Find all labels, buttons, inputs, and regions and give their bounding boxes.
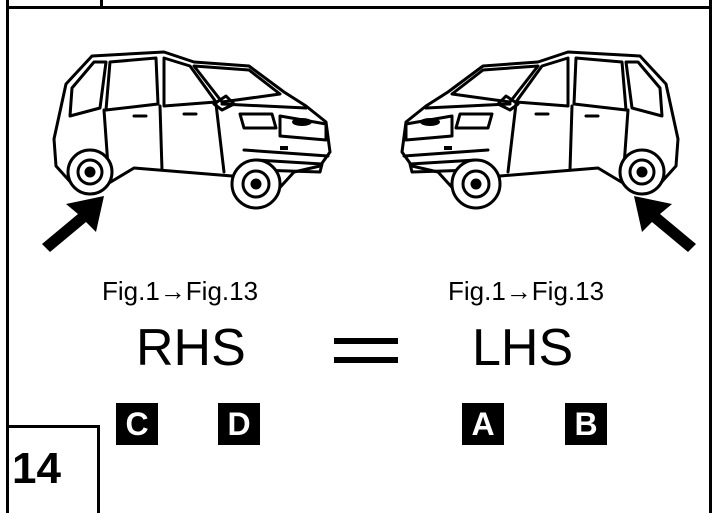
step-number-box	[6, 425, 100, 513]
car-illustration-right	[400, 50, 680, 210]
part-letter-b: B	[565, 403, 607, 445]
panel-border-top	[6, 6, 712, 9]
arrow-up-left-icon	[634, 196, 696, 252]
panel-border-left	[6, 0, 9, 513]
figure-range-caption-right: Fig.1→Fig.13	[448, 276, 605, 306]
part-letter-d: D	[218, 403, 260, 445]
panel-border-right	[709, 0, 712, 513]
arrow-up-right-icon	[42, 196, 104, 252]
side-label-rhs: RHS	[136, 319, 246, 377]
panel-divider-tick	[100, 0, 103, 8]
figure-range-caption-left: Fig.1→Fig.13	[102, 276, 259, 306]
side-label-lhs: LHS	[472, 319, 574, 377]
step-number: 14	[12, 444, 61, 493]
equals-sign	[334, 336, 398, 364]
car-illustration-left	[52, 50, 332, 210]
part-letter-c: C	[116, 403, 158, 445]
part-letter-a: A	[462, 403, 504, 445]
